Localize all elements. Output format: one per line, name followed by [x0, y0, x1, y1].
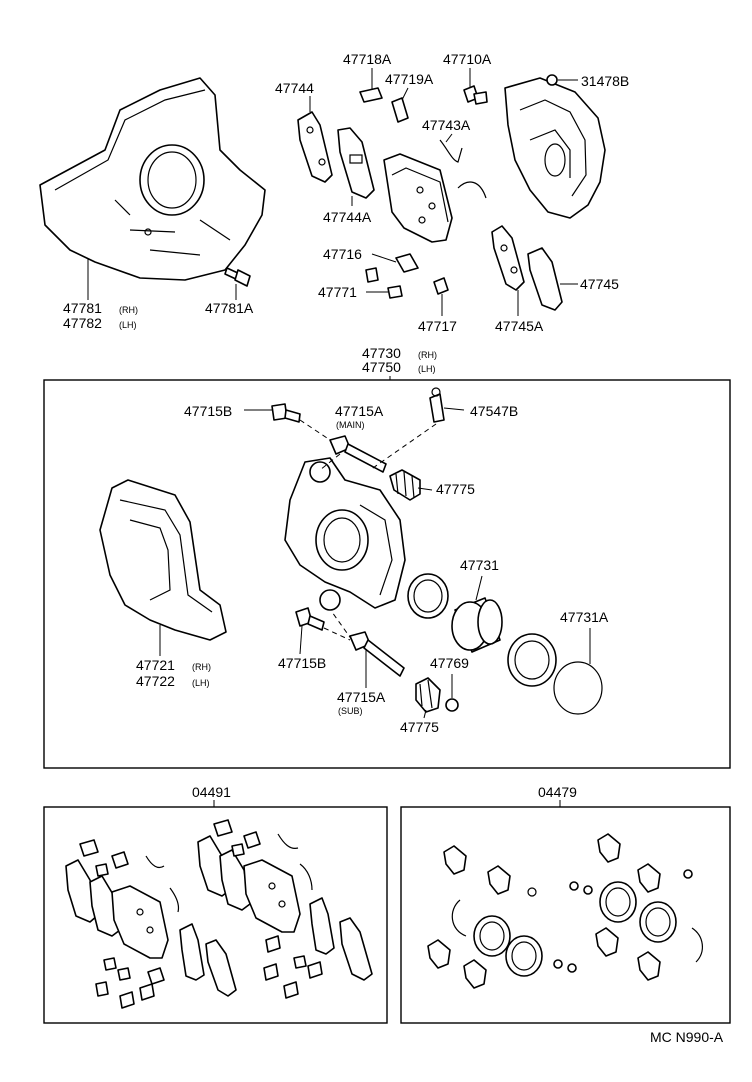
middle-leader-lines	[159, 407, 591, 719]
dashed-guides	[299, 419, 437, 641]
bolt-47710A-shape	[463, 85, 488, 105]
caliper-assembly-box	[43, 379, 731, 769]
seal-kit-box	[400, 806, 731, 1024]
label-47710A: 47710A	[443, 51, 492, 67]
pin-47715A-main-shape	[329, 435, 387, 473]
label-31478B: 31478B	[581, 73, 629, 89]
caliper-bracket-shape	[99, 479, 227, 641]
shim-47745-shape	[527, 247, 563, 311]
label-47715B-top: 47715B	[184, 403, 232, 419]
label-47721: 47721	[136, 657, 175, 673]
figure-code: MC N990-A	[650, 1029, 724, 1045]
label-47715A-bot: 47715A	[337, 689, 386, 705]
shim-47745A-shape	[491, 225, 525, 291]
bolt-47715B-bot-shape	[295, 607, 325, 631]
label-47775-top: 47775	[436, 481, 475, 497]
note-rh-47730: (RH)	[418, 350, 437, 360]
label-kit-04491: 04491	[192, 784, 231, 800]
cap-47769-shape	[445, 698, 459, 712]
clip-47719A-shape	[391, 97, 409, 123]
label-47750: 47750	[362, 359, 401, 375]
pad-kit-contents	[65, 819, 373, 1009]
label-47715A-top: 47715A	[335, 403, 384, 419]
wire-47743A-shape	[439, 139, 463, 163]
ring-47731A-shape	[553, 661, 603, 715]
label-47718A: 47718A	[343, 51, 392, 67]
label-47717: 47717	[418, 318, 457, 334]
label-47731: 47731	[460, 557, 499, 573]
label-47731A: 47731A	[560, 609, 609, 625]
shim-47744A-shape	[337, 127, 375, 199]
label-47745: 47745	[580, 276, 619, 292]
label-47771: 47771	[318, 284, 357, 300]
clip-47771-shape	[387, 285, 403, 299]
dust-boot-ring-shape	[407, 573, 449, 619]
clip-47717-shape	[433, 277, 449, 295]
note-rh-47721: (RH)	[192, 662, 211, 672]
bolt-47715B-top-shape	[271, 403, 301, 423]
label-47547B: 47547B	[470, 403, 518, 419]
clip-47718A-shape	[359, 87, 383, 103]
caliper-top-shape	[504, 77, 606, 219]
pad-shape	[383, 153, 453, 243]
note-lh-47782: (LH)	[119, 320, 137, 330]
dust-cover-shape	[39, 77, 266, 281]
label-47775-bot: 47775	[400, 719, 439, 735]
label-47781A: 47781A	[205, 300, 254, 316]
boot-47775-top-shape	[389, 469, 421, 501]
note-lh-47722: (LH)	[192, 678, 210, 688]
label-47719A: 47719A	[385, 71, 434, 87]
pin-47715A-sub-shape	[349, 631, 405, 677]
label-47782: 47782	[63, 315, 102, 331]
pad-kit-box	[43, 806, 388, 1024]
nut-31478B-shape	[546, 74, 558, 86]
label-47716: 47716	[323, 246, 362, 262]
label-kit-04479: 04479	[538, 784, 577, 800]
label-47744: 47744	[275, 80, 314, 96]
note-lh-47750: (LH)	[418, 364, 436, 374]
clip-47716-shape	[365, 253, 419, 283]
note-rh-47781: (RH)	[119, 305, 138, 315]
note-main: (MAIN)	[336, 420, 365, 430]
seal-kit-ring-shape	[507, 633, 557, 687]
label-47745A: 47745A	[495, 318, 544, 334]
note-sub: (SUB)	[338, 706, 363, 716]
caliper-cylinder-shape	[284, 457, 406, 611]
bleeder-47547B-shape	[429, 387, 445, 423]
label-47743A: 47743A	[422, 117, 471, 133]
wire-shape	[457, 181, 487, 199]
label-47730: 47730	[362, 345, 401, 361]
boot-47775-bot-shape	[415, 677, 441, 713]
label-47769: 47769	[430, 655, 469, 671]
shim-47744-shape	[297, 111, 333, 183]
label-47715B-bot: 47715B	[278, 655, 326, 671]
label-47781: 47781	[63, 300, 102, 316]
label-47744A: 47744A	[323, 209, 372, 225]
bolt-47781A-shape	[224, 267, 251, 287]
seal-kit-contents	[427, 833, 703, 989]
top-leader-lines	[87, 68, 578, 316]
piston-47731-shape	[451, 597, 503, 653]
label-47722: 47722	[136, 673, 175, 689]
